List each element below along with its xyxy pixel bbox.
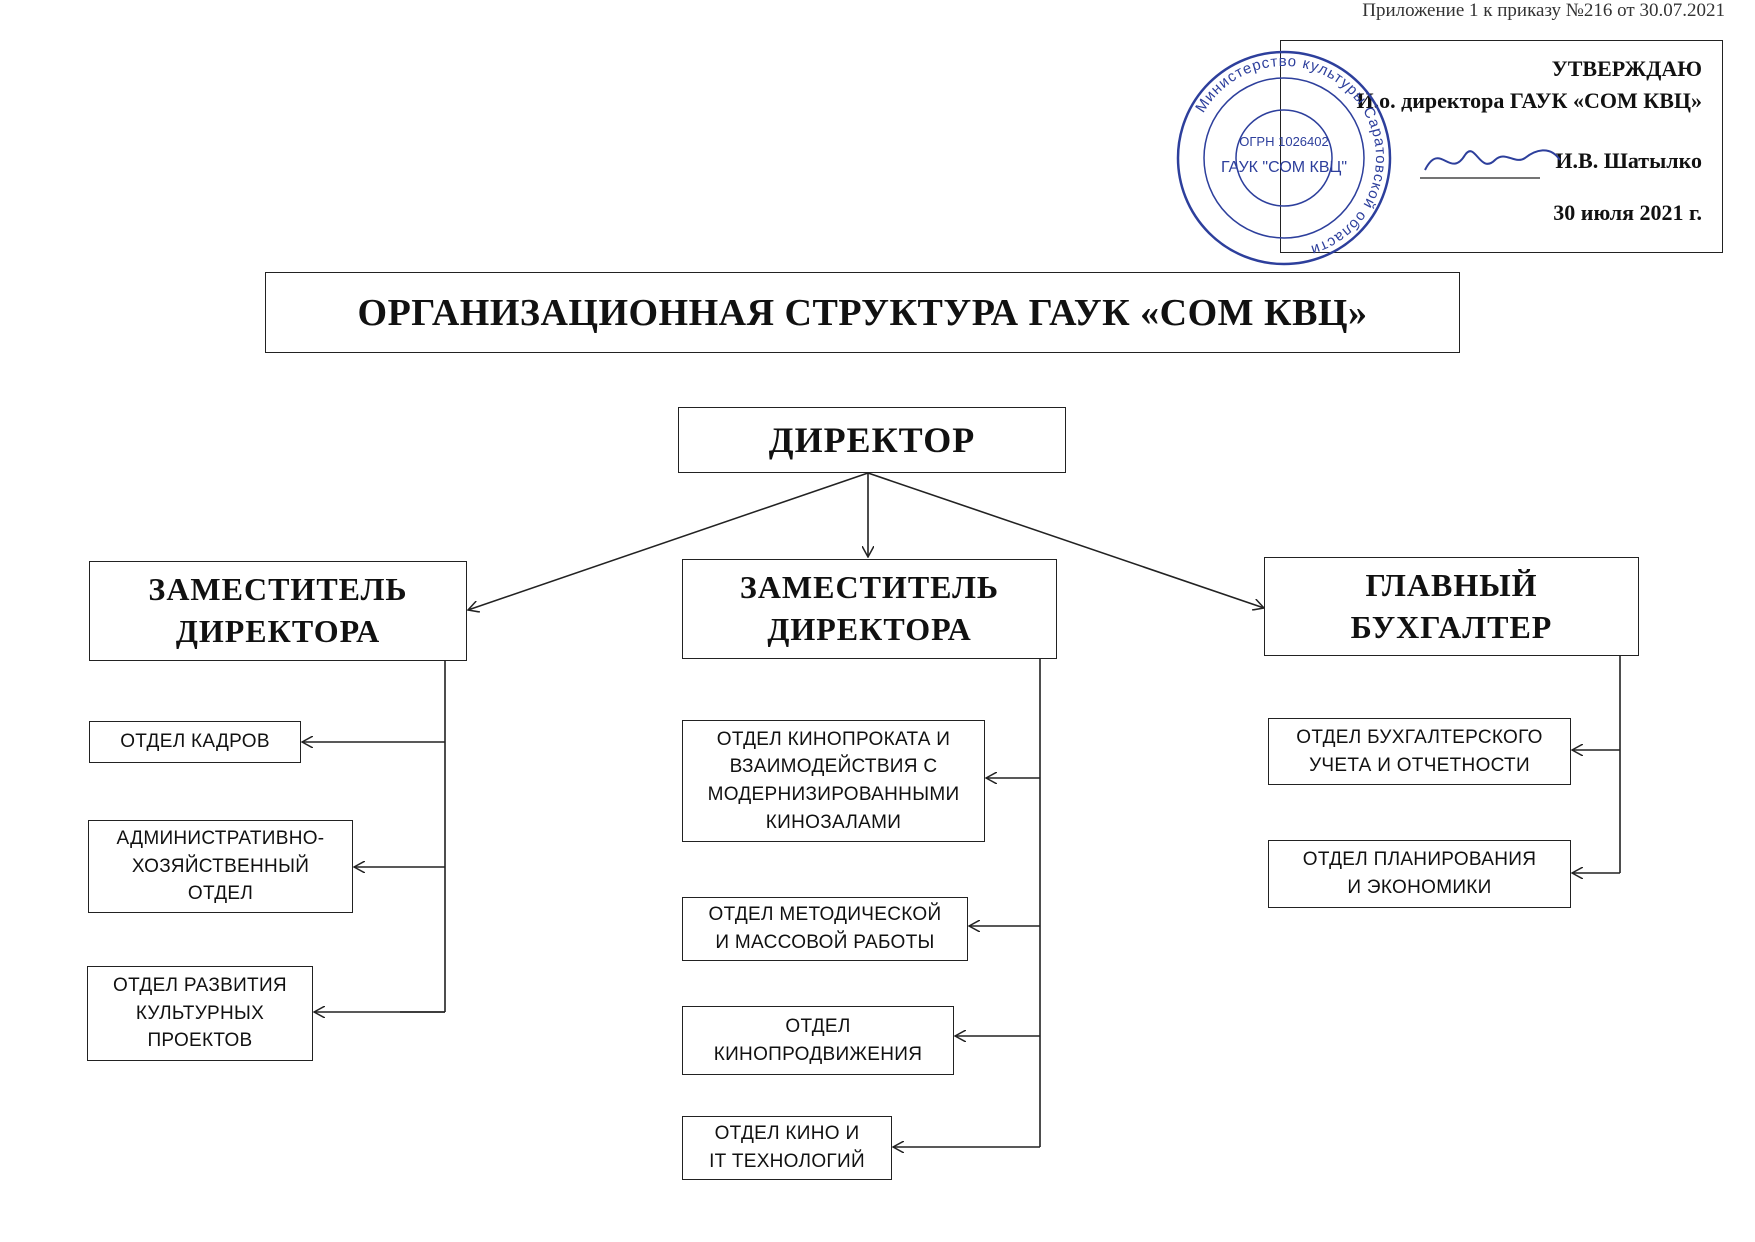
- approval-block: УТВЕРЖДАЮ И.о. директора ГАУК «СОМ КВЦ» …: [1280, 40, 1723, 253]
- seal-ogrn: ОГРН 1026402: [1239, 134, 1328, 149]
- dept-line: ОТДЕЛ РАЗВИТИЯ: [113, 975, 287, 997]
- signature-icon: [1420, 149, 1561, 179]
- dept-box: АДМИНИСТРАТИВНО- ХОЗЯЙСТВЕННЫЙ ОТДЕЛ: [88, 820, 353, 913]
- deputy-center-line2: ДИРЕКТОРА: [767, 611, 972, 647]
- dept-line: ОТДЕЛ КИНО И: [714, 1123, 860, 1145]
- approval-heading: УТВЕРЖДАЮ: [1551, 56, 1702, 81]
- dept-line: И ЭКОНОМИКИ: [1347, 877, 1492, 898]
- dept-box: ОТДЕЛ МЕТОДИЧЕСКОЙ И МАССОВОЙ РАБОТЫ: [682, 897, 968, 961]
- page-title: ОРГАНИЗАЦИОННАЯ СТРУКТУРА ГАУК «СОМ КВЦ»: [265, 272, 1460, 353]
- seal-inner-text: ГАУК "СОМ КВЦ": [1221, 159, 1347, 176]
- dept-line: АДМИНИСТРАТИВНО-: [116, 828, 325, 850]
- chief-accountant-line1: ГЛАВНЫЙ: [1365, 566, 1538, 603]
- dept-line: УЧЕТА И ОТЧЕТНОСТИ: [1309, 754, 1530, 776]
- dept-box: ОТДЕЛ КАДРОВ: [89, 721, 301, 763]
- dept-box: ОТДЕЛ РАЗВИТИЯ КУЛЬТУРНЫХ ПРОЕКТОВ: [87, 966, 313, 1061]
- chief-accountant-box: ГЛАВНЫЙ БУХГАЛТЕР: [1264, 557, 1639, 656]
- deputy-left-line1: ЗАМЕСТИТЕЛЬ: [148, 571, 408, 608]
- appendix-note: Приложение 1 к приказу №216 от 30.07.202…: [1362, 0, 1725, 21]
- link-director-chief-accountant: [867, 472, 1264, 608]
- dept-line: КИНОПРОДВИЖЕНИЯ: [713, 1043, 923, 1065]
- chief-accountant-line2: БУХГАЛТЕР: [1350, 608, 1553, 645]
- dept-line: ХОЗЯЙСТВЕННЫЙ: [131, 855, 310, 877]
- approval-position: И.о. директора ГАУК «СОМ КВЦ»: [1356, 87, 1702, 113]
- dept-line: ОТДЕЛ МЕТОДИЧЕСКОЙ: [708, 904, 942, 926]
- deputy-center-box: ЗАМЕСТИТЕЛЬ ДИРЕКТОРА: [682, 559, 1057, 659]
- director-label: ДИРЕКТОР: [768, 419, 976, 460]
- approval-date: 30 июля 2021 г.: [1553, 199, 1702, 225]
- deputy-left-box: ЗАМЕСТИТЕЛЬ ДИРЕКТОРА: [89, 561, 467, 661]
- dept-line: ОТДЕЛ КИНОПРОКАТА И: [716, 728, 951, 750]
- dept-line: ОТДЕЛ КАДРОВ: [120, 731, 270, 753]
- dept-box: ОТДЕЛ КИНО И IT ТЕХНОЛОГИЙ: [682, 1116, 892, 1180]
- dept-line: ОТДЕЛ ПЛАНИРОВАНИЯ: [1302, 849, 1537, 871]
- dept-box: ОТДЕЛ КИНОПРОКАТА И ВЗАИМОДЕЙСТВИЯ С МОД…: [682, 720, 985, 842]
- dept-line: КИНОЗАЛАМИ: [765, 811, 902, 833]
- dept-line: IT ТЕХНОЛОГИЙ: [709, 1151, 865, 1172]
- dept-box: ОТДЕЛ КИНОПРОДВИЖЕНИЯ: [682, 1006, 954, 1075]
- approval-signatory: И.В. Шатылко: [1555, 147, 1702, 173]
- dept-box: ОТДЕЛ ПЛАНИРОВАНИЯ И ЭКОНОМИКИ: [1268, 840, 1571, 908]
- dept-line: КУЛЬТУРНЫХ: [135, 1002, 265, 1024]
- dept-line: ВЗАИМОДЕЙСТВИЯ С: [729, 756, 938, 778]
- dept-line: ОТДЕЛ: [187, 883, 254, 905]
- official-seal-icon: Министерство культуры Саратовской област…: [1176, 50, 1392, 266]
- dept-box: ОТДЕЛ БУХГАЛТЕРСКОГО УЧЕТА И ОТЧЕТНОСТИ: [1268, 718, 1571, 785]
- dept-line: ПРОЕКТОВ: [147, 1030, 253, 1052]
- dept-line: И МАССОВОЙ РАБОТЫ: [715, 932, 935, 953]
- dept-line: ОТДЕЛ БУХГАЛТЕРСКОГО: [1296, 726, 1543, 748]
- deputy-left-line2: ДИРЕКТОРА: [175, 613, 381, 649]
- deputy-center-line1: ЗАМЕСТИТЕЛЬ: [739, 569, 1000, 606]
- link-director-deputy-left: [468, 472, 869, 610]
- director-box: ДИРЕКТОР: [678, 407, 1066, 473]
- dept-line: МОДЕРНИЗИРОВАННЫМИ: [707, 784, 960, 805]
- dept-line: ОТДЕЛ: [785, 1015, 851, 1037]
